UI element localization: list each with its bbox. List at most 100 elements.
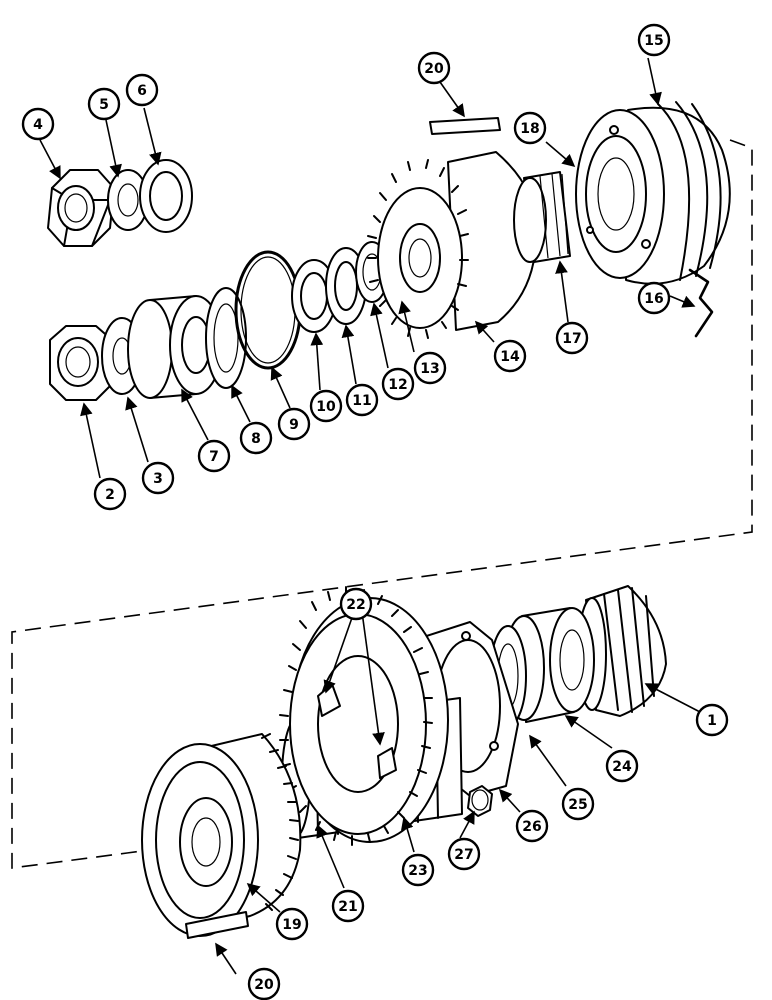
- callout-15: 15: [637, 23, 671, 57]
- callout-number: 21: [338, 899, 357, 915]
- callout-number: 23: [408, 863, 427, 879]
- callout-number: 10: [316, 399, 336, 415]
- callout-number: 27: [454, 847, 473, 863]
- callout-1: 1: [695, 703, 729, 737]
- callout-7: 7: [197, 439, 231, 473]
- callout-10: 10: [309, 389, 343, 423]
- callout-number: 15: [644, 33, 663, 49]
- callout-circle: [21, 107, 55, 141]
- callout-number: 13: [420, 361, 439, 377]
- callout-circle: [381, 367, 415, 401]
- callout-number: 7: [209, 449, 219, 465]
- callout-11: 11: [345, 383, 379, 417]
- callout-circle: [331, 889, 365, 923]
- callout-circle: [125, 73, 159, 107]
- callout-number: 22: [346, 597, 365, 613]
- callout-circle: [141, 461, 175, 495]
- callout-circle: [309, 389, 343, 423]
- callout-5: 5: [87, 87, 121, 121]
- callout-number: 14: [500, 349, 520, 365]
- callout-number: 1: [707, 713, 717, 729]
- callout-8: 8: [239, 421, 273, 455]
- callout-17: 17: [555, 321, 589, 355]
- callout-circle: [239, 421, 273, 455]
- callout-14: 14: [493, 339, 527, 373]
- part-key-lower: [185, 911, 249, 939]
- callout-circle: [555, 321, 589, 355]
- callout-23: 23: [401, 853, 435, 887]
- callout-24: 24: [605, 749, 639, 783]
- callout-3: 3: [141, 461, 175, 495]
- part-clutch-drum-gear: [141, 733, 302, 937]
- callout-circle: [637, 23, 671, 57]
- callout-20: 20: [417, 51, 451, 85]
- callout-number: 11: [352, 393, 371, 409]
- callout-circle: [695, 703, 729, 737]
- callout-number: 17: [562, 331, 581, 347]
- assembly-guide-dashed-line: [11, 139, 753, 869]
- callout-circle: [345, 383, 379, 417]
- callout-13: 13: [413, 351, 447, 385]
- part-gear-hub: [367, 151, 538, 339]
- callout-circle: [277, 407, 311, 441]
- part-key-upper: [429, 117, 501, 135]
- callout-number: 25: [568, 797, 587, 813]
- part-large-gear: [279, 586, 449, 846]
- leader-lines: [39, 57, 701, 975]
- callout-16: 16: [637, 281, 671, 315]
- callout-circle: [87, 87, 121, 121]
- callout-number: 19: [282, 917, 301, 933]
- callout-number: 20: [254, 977, 274, 993]
- callout-number: 8: [251, 431, 261, 447]
- callout-number: 3: [153, 471, 163, 487]
- callout-circle: [197, 439, 231, 473]
- callout-circle: [605, 749, 639, 783]
- callout-circle: [515, 809, 549, 843]
- callout-circle: [247, 967, 281, 1000]
- part-flat-washer: [139, 159, 193, 233]
- callout-circle: [417, 51, 451, 85]
- part-hex-nut: [47, 169, 115, 247]
- part-bolt: [467, 785, 493, 817]
- callout-circle: [447, 837, 481, 871]
- callout-22: 22: [339, 587, 373, 621]
- callout-number: 9: [289, 417, 299, 433]
- part-drum-housing: [575, 101, 731, 285]
- callout-6: 6: [125, 73, 159, 107]
- callout-12: 12: [381, 367, 415, 401]
- callout-circle: [561, 787, 595, 821]
- callout-circle: [493, 339, 527, 373]
- callout-26: 26: [515, 809, 549, 843]
- callout-circle: [339, 587, 373, 621]
- callout-9: 9: [277, 407, 311, 441]
- part-snap-ring: [234, 250, 302, 370]
- callout-circle: [413, 351, 447, 385]
- callout-number: 20: [424, 61, 444, 77]
- callout-4: 4: [21, 107, 55, 141]
- part-small-gear: [513, 171, 571, 263]
- callout-circle: [401, 853, 435, 887]
- callout-number: 5: [99, 97, 109, 113]
- callout-number: 4: [33, 117, 43, 133]
- callout-2: 2: [93, 477, 127, 511]
- part-nut: [49, 325, 113, 401]
- callout-19: 19: [275, 907, 309, 941]
- callout-circle: [275, 907, 309, 941]
- callout-number: 2: [105, 487, 115, 503]
- callout-18: 18: [513, 111, 547, 145]
- callout-number: 26: [522, 819, 541, 835]
- callout-number: 12: [388, 377, 407, 393]
- callout-20: 20: [247, 967, 281, 1000]
- callout-number: 18: [520, 121, 539, 137]
- callout-circle: [513, 111, 547, 145]
- part-clip: [688, 268, 714, 338]
- callout-number: 24: [612, 759, 632, 775]
- callout-27: 27: [447, 837, 481, 871]
- callout-21: 21: [331, 889, 365, 923]
- callout-circle: [637, 281, 671, 315]
- callout-number: 6: [137, 83, 147, 99]
- callout-25: 25: [561, 787, 595, 821]
